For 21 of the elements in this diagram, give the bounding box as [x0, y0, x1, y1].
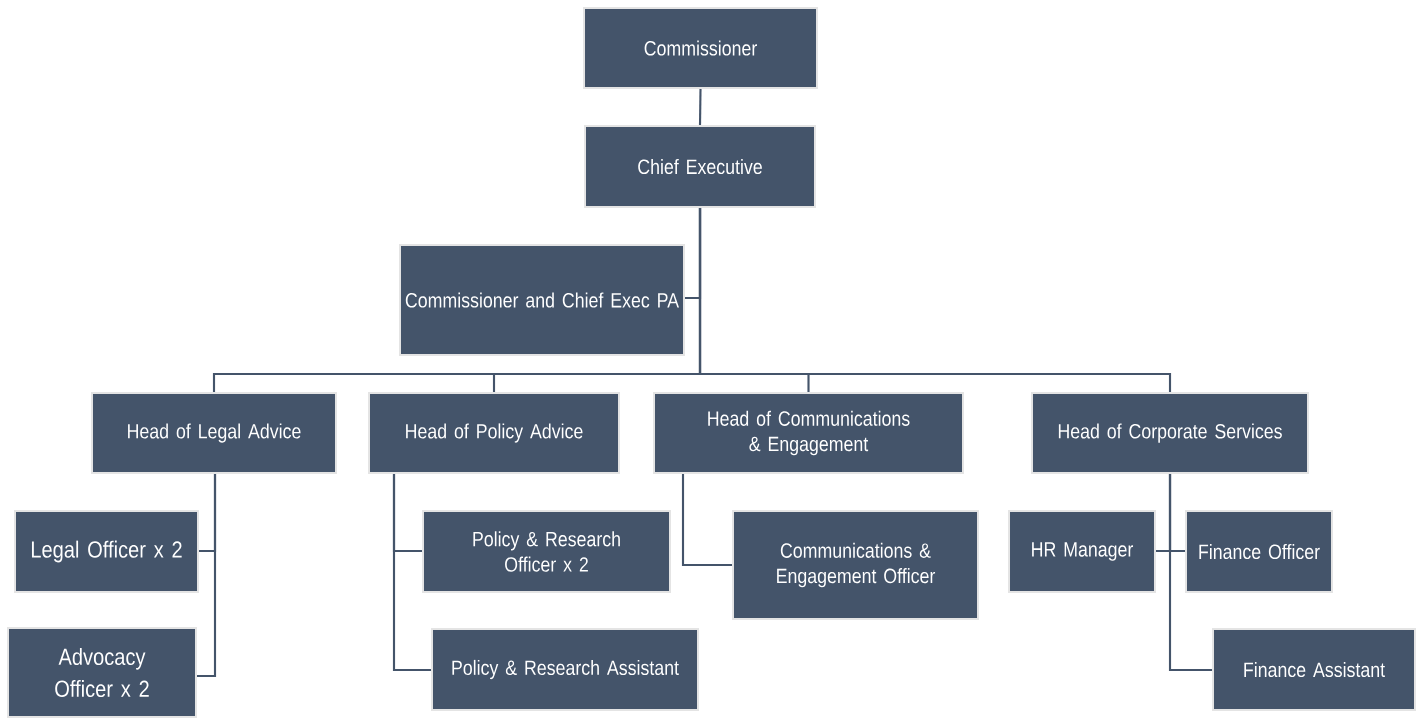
connector: [392, 474, 431, 672]
org-box: Commissioner: [583, 7, 818, 89]
org-box: Policy & Research Assistant: [431, 628, 699, 711]
org-box: Head of Communications & Engagement: [653, 392, 964, 474]
org-box: Head of Corporate Services: [1031, 392, 1309, 474]
connector: [698, 89, 702, 126]
connector: [681, 474, 732, 567]
org-box: Finance Assistant: [1212, 628, 1416, 711]
org-box: Communications & Engagement Officer: [732, 510, 979, 620]
org-box: Legal Officer x 2: [14, 510, 199, 593]
org-box: Head of Policy Advice: [368, 392, 620, 474]
org-box: Advocacy Officer x 2: [7, 627, 197, 718]
connector: [698, 208, 1172, 392]
org-box: HR Manager: [1008, 510, 1156, 593]
connector: [1168, 474, 1212, 672]
org-box: Policy & Research Officer x 2: [422, 510, 671, 593]
org-box: Chief Executive: [584, 125, 816, 208]
org-box: Finance Officer: [1185, 510, 1333, 593]
org-box: Head of Legal Advice: [91, 392, 337, 474]
connector: [197, 474, 217, 678]
org-box: Commissioner and Chief Exec PA: [399, 244, 685, 356]
